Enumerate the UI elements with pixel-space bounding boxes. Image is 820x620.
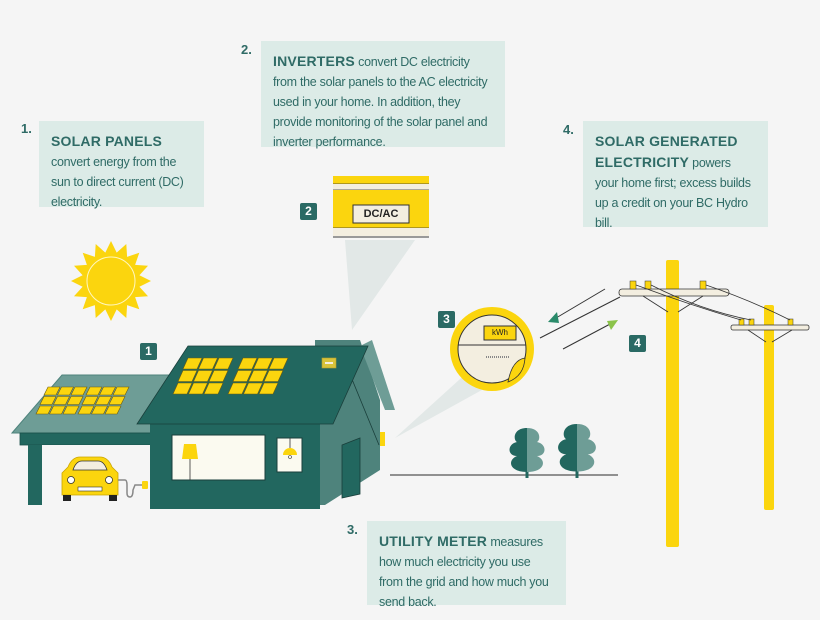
arrow-in-line: [555, 288, 606, 319]
callout-1-number: 1.: [21, 121, 32, 136]
solar-cell: [77, 405, 95, 415]
solar-cell: [182, 357, 203, 370]
lamp-icon: [182, 444, 198, 480]
badge-utility-meter: 3: [438, 311, 455, 328]
solar-cell: [62, 405, 80, 415]
sun-icon: [71, 241, 151, 321]
pendant-light-icon: [283, 438, 297, 459]
solar-cell: [91, 405, 108, 415]
solar-cell: [49, 405, 66, 415]
solar-cell: [177, 370, 198, 382]
meter-light-cone: [395, 370, 500, 438]
meter-label: kWh: [492, 328, 508, 337]
house-side-roof: [360, 340, 395, 410]
inverter-light-cone: [345, 240, 415, 330]
inverter-graphic: [333, 176, 429, 238]
solar-cell: [57, 386, 74, 396]
solar-cell: [104, 405, 122, 415]
badge-solar-panels: 1: [140, 343, 157, 360]
house-solar-panels: [172, 357, 289, 395]
solar-cell: [70, 386, 88, 396]
solar-cell: [188, 382, 208, 395]
callout-2-body: convert DC electricity from the solar pa…: [273, 55, 488, 149]
plug-head: [142, 481, 148, 489]
power-pole-icon: [618, 260, 730, 547]
service-drop-wire: [539, 296, 621, 339]
badge-inverters: 2: [300, 203, 317, 220]
callout-1-title: SOLAR PANELS: [51, 133, 163, 149]
inverter-label: DC/AC: [363, 208, 399, 220]
callout-4-body: powers your home first; excess builds up…: [595, 156, 751, 230]
solar-cell: [258, 382, 279, 395]
callout-2-number: 2.: [241, 42, 252, 57]
solar-cell: [53, 396, 70, 405]
solar-cell: [248, 370, 268, 382]
callout-4-title: SOLAR GENERATED ELECTRICITY: [595, 133, 738, 170]
solar-cell: [66, 396, 84, 405]
inverter-box: [380, 432, 385, 446]
power-lines: [635, 284, 791, 321]
solar-cell: [268, 357, 289, 370]
solar-cell: [39, 396, 57, 405]
callout-utility-meter: UTILITY METER measures how much electric…: [367, 521, 566, 609]
solar-cell: [203, 382, 224, 395]
callout-1-body: convert energy from the sun to direct cu…: [51, 155, 184, 209]
callout-inverters: INVERTERS convert DC electricity from th…: [261, 41, 505, 149]
solar-cell: [108, 396, 126, 405]
solar-cell: [253, 357, 273, 370]
solar-cell: [81, 396, 99, 405]
solar-cell: [99, 386, 116, 396]
utility-meter: [450, 307, 534, 391]
carport-solar-panels: [35, 386, 130, 415]
callout-2-title: INVERTERS: [273, 53, 355, 69]
solar-cell: [243, 382, 263, 395]
arrow-out-icon: [607, 320, 618, 330]
solar-cell: [85, 386, 103, 396]
solar-cell: [213, 357, 234, 370]
power-pole-far: [730, 305, 810, 510]
callout-4-number: 4.: [563, 122, 574, 137]
callout-3-title: UTILITY METER: [379, 533, 488, 549]
solar-cell: [95, 396, 112, 405]
solar-cell: [112, 386, 130, 396]
callout-solar-panels: SOLAR PANELS convert energy from the sun…: [39, 121, 204, 209]
solar-cell: [43, 386, 61, 396]
callout-3-body: measures how much electricity you use fr…: [379, 535, 549, 609]
solar-cell: [208, 370, 229, 382]
arrow-in-icon: [548, 312, 559, 323]
solar-cell: [237, 357, 258, 370]
solar-cell: [198, 357, 218, 370]
solar-cell: [35, 405, 53, 415]
callout-3-number: 3.: [347, 522, 358, 537]
solar-cell: [263, 370, 284, 382]
solar-cell: [172, 382, 193, 395]
car-icon: [61, 456, 119, 501]
tree-icon: [558, 424, 596, 478]
solar-cell: [193, 370, 213, 382]
house-door: [341, 437, 361, 499]
solar-cell: [232, 370, 253, 382]
tree-icon: [509, 428, 545, 478]
badge-solar-electricity: 4: [629, 335, 646, 352]
solar-cell: [227, 382, 248, 395]
plug-icon: [118, 479, 142, 498]
arrow-out-line: [562, 322, 613, 350]
callout-solar-electricity: SOLAR GENERATED ELECTRICITY powers your …: [583, 121, 768, 230]
